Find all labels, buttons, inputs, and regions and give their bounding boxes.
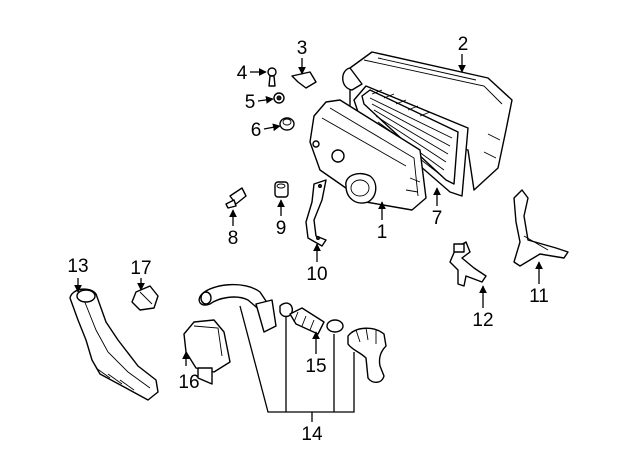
callout-14: 14 bbox=[301, 424, 323, 445]
callout-11: 11 bbox=[529, 286, 549, 307]
callout-4: 4 bbox=[237, 63, 248, 84]
bracket-part-11 bbox=[513, 189, 569, 267]
callout-17: 17 bbox=[130, 258, 151, 279]
callout-7: 7 bbox=[432, 208, 443, 229]
callout-labels: 1 2 3 4 5 6 7 8 9 10 11 12 13 14 15 16 1… bbox=[67, 34, 548, 445]
air-duct-part-13 bbox=[69, 288, 159, 401]
callout-3: 3 bbox=[297, 38, 308, 59]
clip-part-3 bbox=[291, 71, 317, 89]
sensor-part-8 bbox=[225, 187, 247, 209]
callout-2: 2 bbox=[458, 34, 469, 55]
callout-13: 13 bbox=[67, 256, 88, 277]
nut-part-5 bbox=[273, 92, 285, 104]
callout-8: 8 bbox=[228, 228, 239, 249]
callout-15: 15 bbox=[305, 356, 326, 377]
hose-group-part-14 bbox=[198, 283, 387, 383]
filter-element-part bbox=[353, 85, 469, 197]
grommet-part-6 bbox=[279, 117, 295, 131]
bracket-part-10 bbox=[305, 179, 327, 247]
callout-6: 6 bbox=[251, 120, 262, 141]
leader-lines bbox=[74, 54, 543, 422]
callout-16: 16 bbox=[178, 372, 199, 393]
callout-9: 9 bbox=[276, 218, 287, 239]
cap-part-17 bbox=[131, 285, 159, 311]
callout-5: 5 bbox=[245, 92, 256, 113]
grommet-part-9 bbox=[274, 181, 289, 198]
callout-10: 10 bbox=[306, 264, 327, 285]
callout-1: 1 bbox=[377, 222, 388, 243]
callout-12: 12 bbox=[472, 310, 493, 331]
bracket-part-12 bbox=[449, 241, 487, 287]
bolt-part-4 bbox=[267, 67, 277, 87]
lower-housing-part bbox=[309, 99, 427, 211]
